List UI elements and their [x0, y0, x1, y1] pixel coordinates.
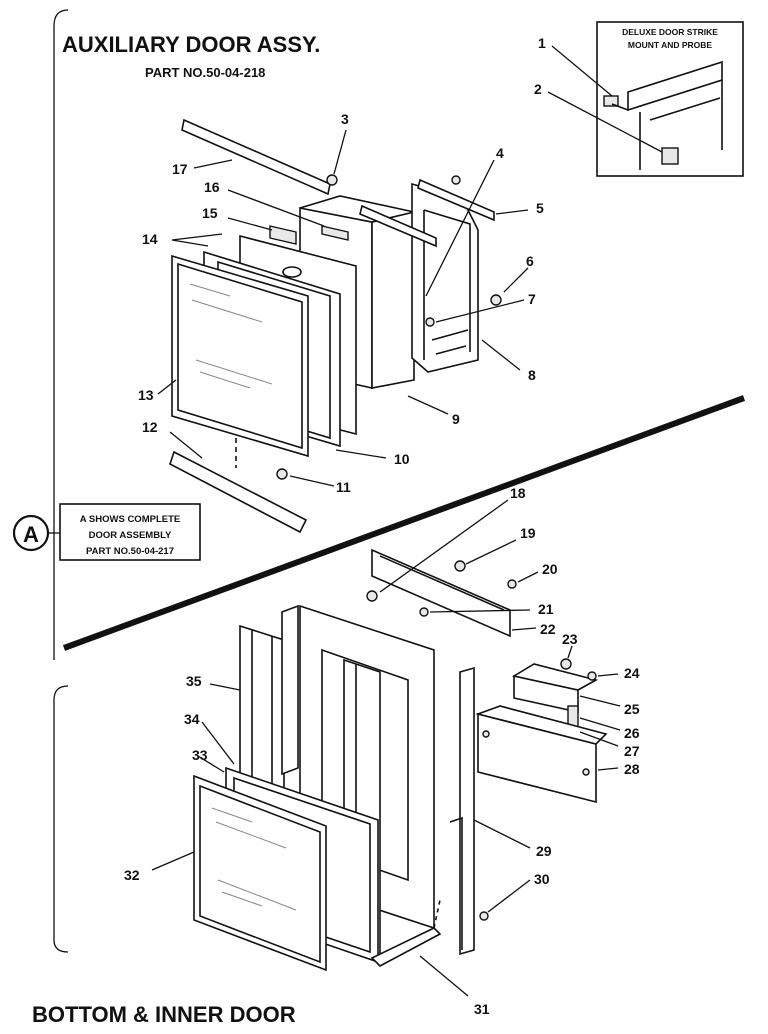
part-number: PART NO.50-04-218: [145, 65, 265, 80]
callout-21: 21: [538, 601, 554, 617]
callout-22: 22: [540, 621, 556, 637]
note-complete-assembly: A A SHOWS COMPLETE DOOR ASSEMBLY PART NO…: [12, 503, 201, 561]
bracket-lower: [53, 685, 69, 953]
part-6-nut: [490, 294, 502, 306]
part-31-bottom-channel: [370, 927, 442, 967]
part-18-screw: [366, 590, 378, 602]
section-divider: [62, 395, 746, 651]
part-12-bottom-rail: [169, 450, 308, 534]
callout-33: 33: [192, 747, 208, 763]
part-29-side-channel: [459, 666, 475, 956]
inset-caption-line1: DELUXE DOOR STRIKE: [622, 27, 718, 37]
callout-25: 25: [624, 701, 640, 717]
callout-16: 16: [204, 179, 220, 195]
part-3-screw: [326, 174, 338, 186]
part-11-screw: [276, 468, 288, 480]
callout-20: 20: [542, 561, 558, 577]
part-19-screw: [454, 560, 466, 572]
callout-4: 4: [496, 145, 504, 161]
callout-8: 8: [528, 367, 536, 383]
part-15-clip: [269, 225, 297, 245]
callout-34: 34: [184, 711, 200, 727]
callout-31: 31: [474, 1001, 490, 1017]
part-16-clip: [321, 225, 349, 241]
part-21-screw: [419, 607, 429, 617]
inset-caption-line2: MOUNT AND PROBE: [628, 40, 713, 50]
callout-27: 27: [624, 743, 640, 759]
part-30-screw: [479, 911, 489, 921]
part-24-nut: [587, 671, 597, 681]
callout-19: 19: [520, 525, 536, 541]
part-23-screw: [560, 658, 572, 670]
note-line3: PART NO.50-04-217: [86, 546, 174, 557]
callout-17: 17: [172, 161, 188, 177]
callout-24: 24: [624, 665, 640, 681]
callout-2: 2: [534, 81, 542, 97]
part-22-top-bracket: [371, 548, 511, 638]
part-5-strap: [359, 204, 437, 248]
callout-13: 13: [138, 387, 154, 403]
callout-14: 14: [142, 231, 158, 247]
inset-strike-mount: DELUXE DOOR STRIKE MOUNT AND PROBE: [596, 21, 744, 177]
part-17-top-rail: [181, 118, 331, 196]
callout-11: 11: [336, 479, 351, 495]
bracket-upper: [53, 9, 69, 660]
note-line2: DOOR ASSEMBLY: [89, 530, 172, 541]
callout-18: 18: [510, 485, 526, 501]
part-7-screw: [425, 317, 435, 327]
bottom-title: BOTTOM & INNER DOOR: [32, 1002, 296, 1027]
callout-6: 6: [526, 253, 534, 269]
note-line1: A SHOWS COMPLETE: [80, 514, 180, 525]
callout-35: 35: [186, 673, 202, 689]
callout-1: 1: [538, 35, 546, 51]
callout-labels: 1 2 3 4 5 6 7 8 9 10 11 12 13 14 15 16 1…: [124, 35, 640, 1017]
part-20-nut: [507, 579, 517, 589]
callout-9: 9: [452, 411, 460, 427]
callout-3: 3: [341, 111, 349, 127]
note-marker: A: [23, 522, 39, 547]
callout-23: 23: [562, 631, 578, 647]
callout-15: 15: [202, 205, 218, 221]
diagram-title: AUXILIARY DOOR ASSY.: [62, 32, 320, 57]
callout-28: 28: [624, 761, 640, 777]
callout-12: 12: [142, 419, 158, 435]
callout-26: 26: [624, 725, 640, 741]
callout-10: 10: [394, 451, 410, 467]
callout-5: 5: [536, 200, 544, 216]
callout-7: 7: [528, 291, 536, 307]
callout-30: 30: [534, 871, 550, 887]
callout-29: 29: [536, 843, 552, 859]
callout-32: 32: [124, 867, 140, 883]
leader-lines: [151, 45, 663, 997]
